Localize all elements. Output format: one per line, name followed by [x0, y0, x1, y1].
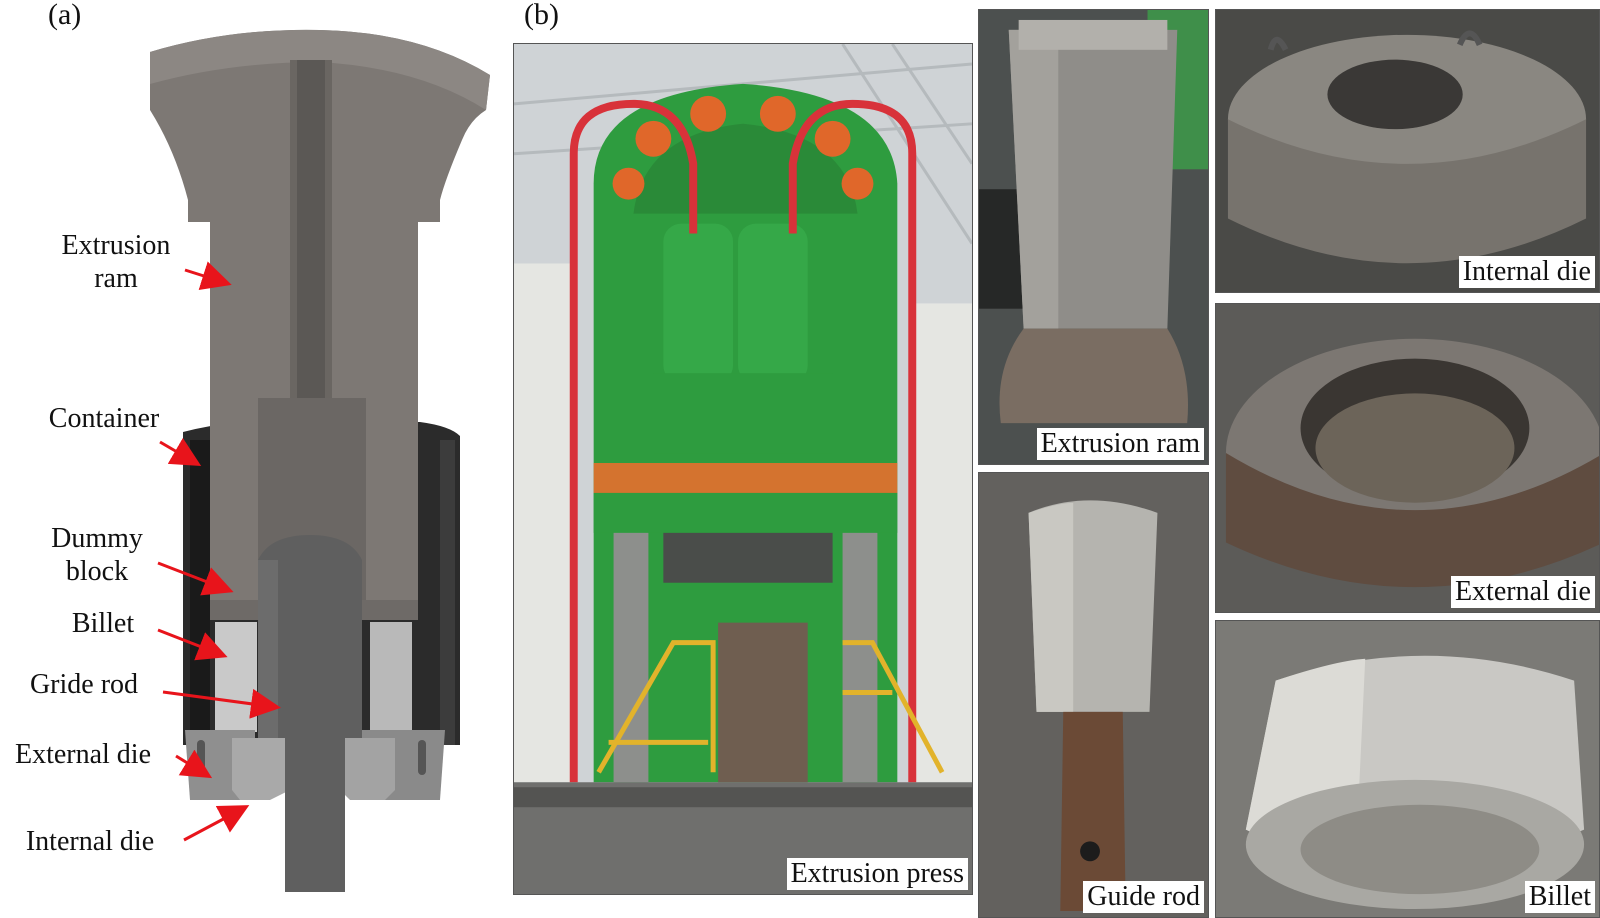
caption-external-die: External die [1450, 576, 1595, 608]
extrusion-ram-part-illustration [979, 10, 1208, 464]
caption-extrusion-press: Extrusion press [786, 858, 968, 890]
callout-internal-die: Internal die [25, 826, 155, 857]
panel-a-label: (a) [48, 0, 82, 31]
arrow-internal-die [183, 805, 250, 842]
guide-rod-part-illustration [979, 473, 1208, 917]
ram-assembly-cutaway-diagram [150, 29, 490, 892]
billet-shape [215, 622, 412, 732]
callout-gride-rod: Gride rod [29, 669, 139, 700]
arrow-extrusion-ram [184, 261, 232, 291]
photo-billet: Billet [1215, 620, 1600, 918]
arrow-external-die [175, 749, 213, 779]
arrow-dummy-block [157, 561, 234, 596]
caption-billet: Billet [1524, 881, 1595, 913]
photo-extrusion-ram: Extrusion ram [978, 9, 1209, 465]
callout-external-die: External die [14, 739, 152, 770]
arrow-container [159, 437, 202, 467]
caption-guide-rod: Guide rod [1083, 881, 1204, 913]
panel-b-label: (b) [524, 0, 559, 31]
billet-part-illustration [1216, 621, 1599, 917]
arrow-guide-rod [162, 688, 281, 719]
photo-external-die: External die [1215, 303, 1600, 613]
internal-die-shape [232, 738, 395, 800]
guide-rod-shape [258, 535, 362, 892]
callout-container: Container [48, 403, 160, 434]
photo-internal-die: Internal die [1215, 9, 1600, 293]
extrusion-press-illustration [514, 44, 972, 894]
callout-billet: Billet [71, 608, 135, 639]
caption-internal-die: Internal die [1458, 256, 1595, 288]
caption-extrusion-ram: Extrusion ram [1036, 428, 1204, 460]
internal-die-part-illustration [1216, 10, 1599, 292]
photo-extrusion-press: Extrusion press [513, 43, 973, 895]
external-die-part-illustration [1216, 304, 1599, 612]
photo-guide-rod: Guide rod [978, 472, 1209, 918]
extrusion-ram-shape [150, 29, 490, 621]
arrow-billet [157, 628, 228, 661]
